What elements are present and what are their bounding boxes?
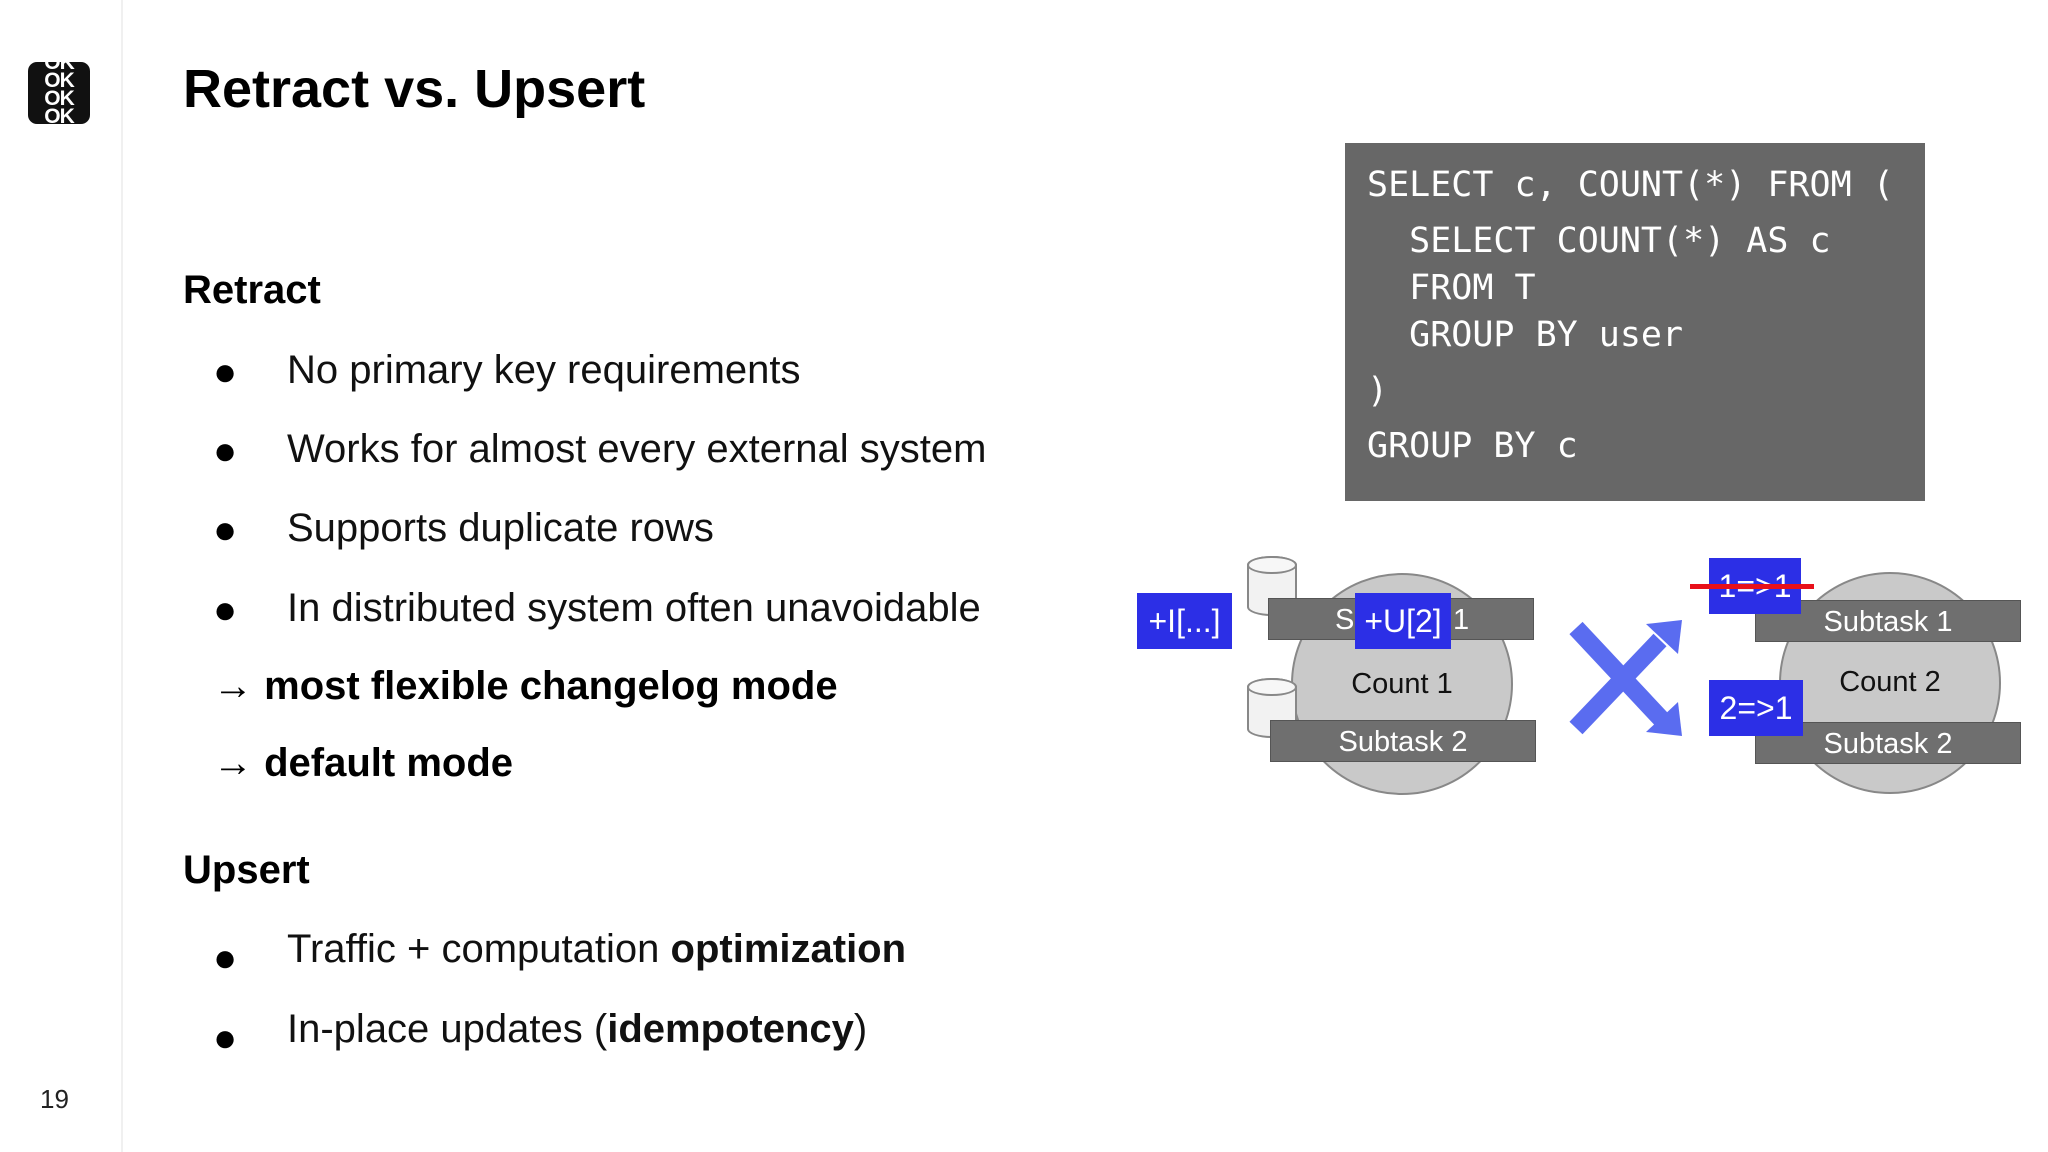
bullet-marker: ● [213, 508, 238, 552]
bullet-marker: ● [213, 350, 238, 394]
bullet-marker: ● [213, 936, 238, 980]
retract-bullet: In distributed system often unavoidable [287, 586, 981, 630]
count-label-right: Count 2 [1839, 666, 1941, 698]
bullet-bold-text: optimization [670, 927, 907, 971]
conclusion-text: default mode [264, 741, 514, 785]
subtask-label: S [1335, 604, 1355, 636]
code-line: ) [1367, 371, 1389, 411]
count-label-left: Count 1 [1351, 668, 1453, 700]
subtask-label-suffix: 1 [1453, 604, 1470, 636]
bullet-trailing-text: ) [853, 1007, 868, 1051]
sql-code-block: SELECT c, COUNT(*) FROM ( SELECT COUNT(*… [1345, 143, 1925, 501]
slide-title: Retract vs. Upsert [183, 59, 646, 119]
bullet-marker: ● [213, 588, 238, 632]
retract-bullet: No primary key requirements [287, 348, 801, 392]
crossing-arrows-icon [1569, 620, 1682, 736]
upsert-bullet: In-place updates (idempotency) [287, 1007, 867, 1052]
conclusion-flexible: → most flexible changelog mode [213, 664, 838, 709]
page-number: 19 [40, 1084, 69, 1114]
logo-text-line: OK [44, 87, 75, 110]
retract-bullet: Works for almost every external system [287, 427, 987, 471]
right-arrow-icon: → [213, 741, 253, 785]
code-line: FROM T [1367, 268, 1536, 308]
logo-text-line: OK [44, 62, 75, 74]
code-line: SELECT c, COUNT(*) FROM ( [1367, 165, 1894, 205]
logo-text-line: OK [44, 69, 75, 92]
conclusion-text: most flexible changelog mode [264, 664, 838, 708]
bullet-marker: ● [213, 1016, 238, 1060]
logo: OK OK OK OK [28, 62, 90, 124]
conclusion-default: → default mode [213, 741, 513, 786]
bullet-bold-text: idempotency [607, 1007, 854, 1051]
retract-heading: Retract [183, 268, 321, 312]
upsert-heading: Upsert [183, 848, 310, 892]
new-record-tag: 2=>1 [1709, 680, 1803, 736]
subtask-bottom-left: Subtask 2 [1270, 720, 1536, 762]
upsert-bullet: Traffic + computation optimization [287, 927, 906, 972]
code-line: GROUP BY user [1367, 315, 1684, 355]
code-line: SELECT COUNT(*) AS c [1367, 221, 1831, 261]
insert-record-tag: +I[...] [1137, 593, 1232, 649]
logo-text-line: OK [44, 105, 75, 124]
retract-bullet: Supports duplicate rows [287, 506, 714, 550]
strikethrough-line [1690, 584, 1814, 589]
sidebar-divider [121, 0, 123, 1152]
code-line: GROUP BY c [1367, 426, 1578, 466]
update-record-tag: +U[2] [1355, 593, 1451, 649]
right-arrow-icon: → [213, 664, 253, 708]
bullet-plain-text: In-place updates ( [287, 1007, 608, 1051]
bullet-plain-text: Traffic + computation [287, 927, 671, 971]
bullet-marker: ● [213, 429, 238, 473]
